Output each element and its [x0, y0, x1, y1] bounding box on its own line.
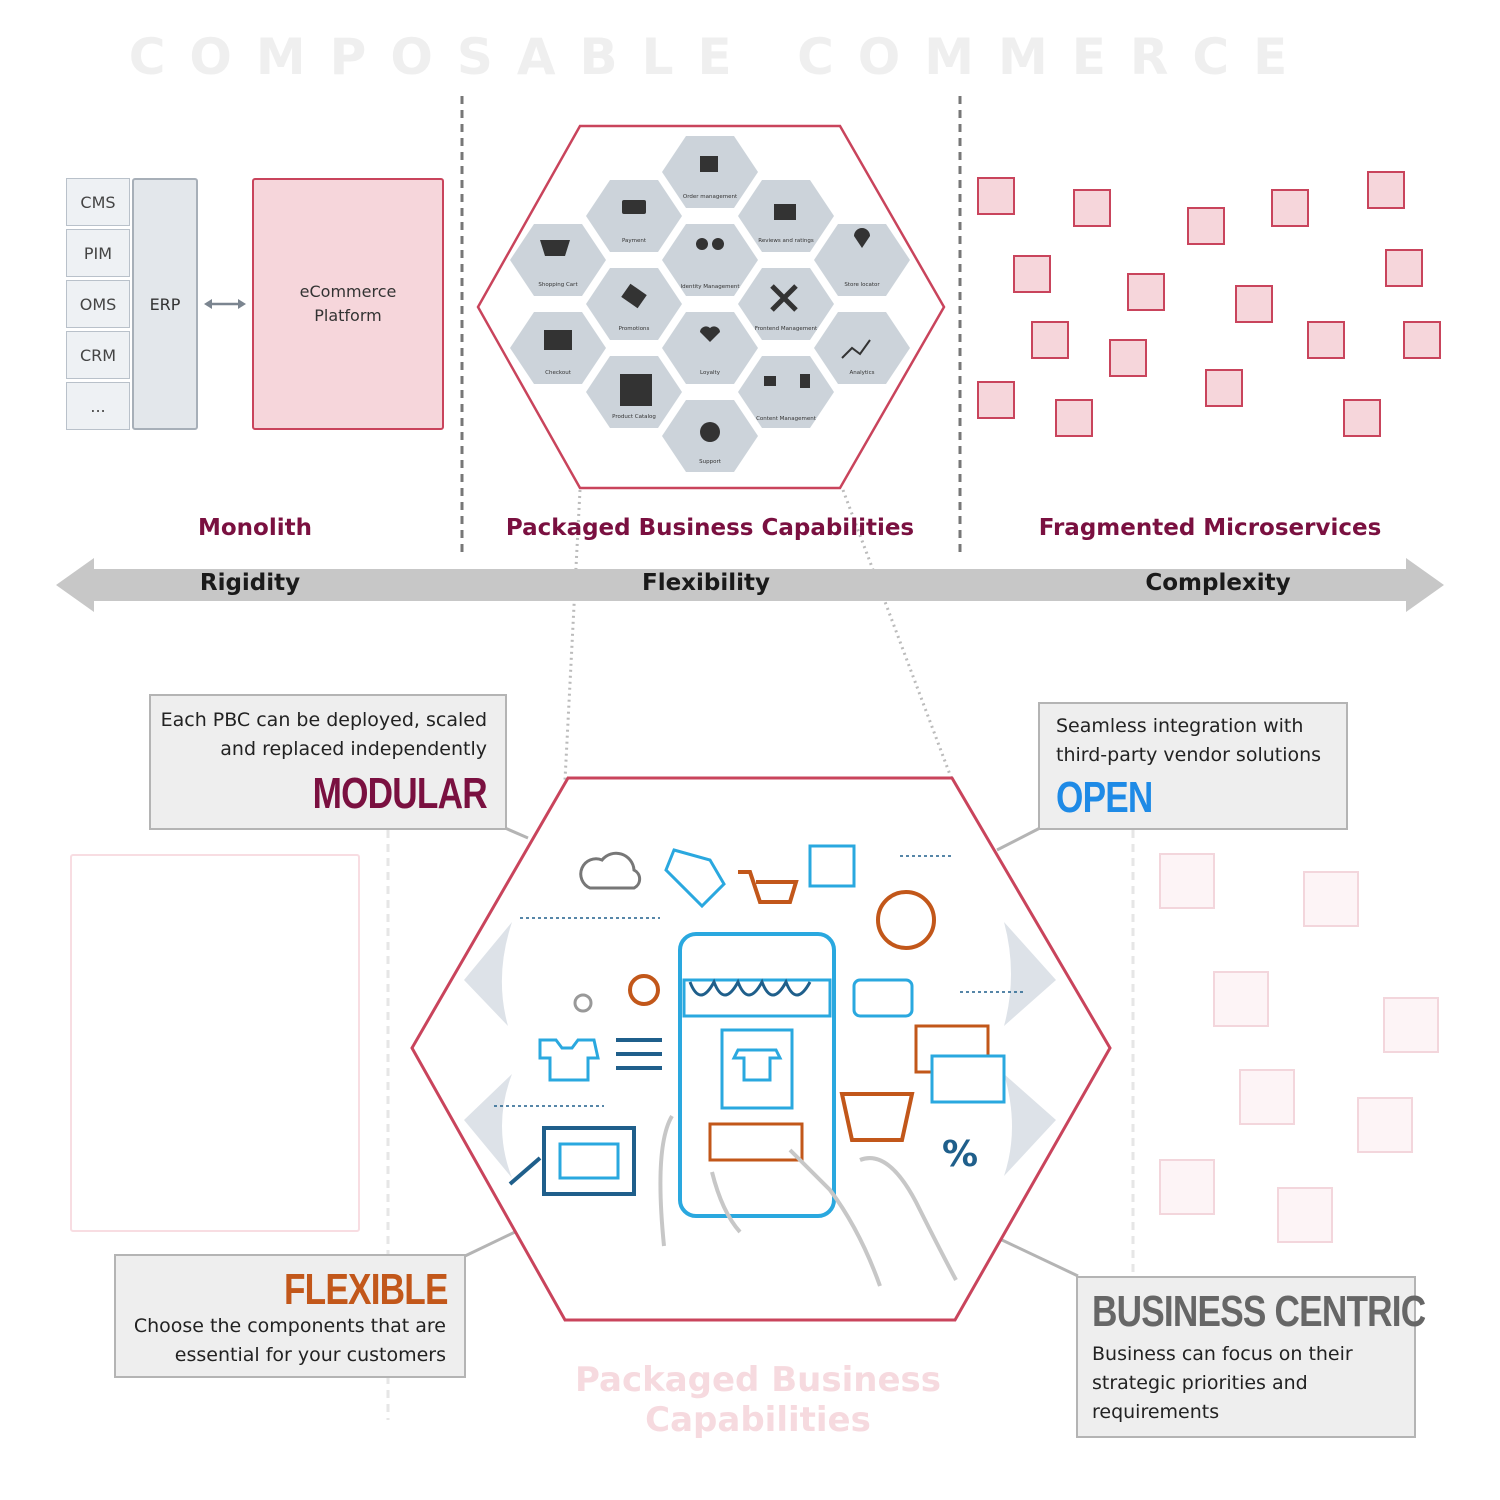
open-line2: third-party vendor solutions	[1056, 744, 1322, 766]
business-centric-title: BUSINESS CENTRIC	[1092, 1287, 1426, 1336]
hex-identity	[662, 224, 758, 296]
cap-label-order: Order management	[683, 194, 738, 200]
callout-flexible: FLEXIBLE Choose the components that are …	[114, 1254, 466, 1378]
basket-icon	[839, 1092, 915, 1142]
support-24-icon	[876, 890, 936, 950]
stack-item-cms: CMS	[66, 178, 130, 226]
modular-line2: and replaced independently	[220, 738, 487, 760]
double-arrow-icon	[204, 299, 246, 309]
computer-icon	[542, 1126, 636, 1196]
cloud-icon	[579, 851, 642, 890]
flexible-title: FLEXIBLE	[284, 1265, 449, 1314]
callout-modular: Each PBC can be deployed, scaled and rep…	[149, 694, 507, 830]
callout-open: Seamless integration with third-party ve…	[1038, 702, 1348, 830]
faint-microservices-squares	[1159, 853, 1439, 1243]
hex-frontend	[738, 268, 834, 340]
pbc-hexagon: Order management Payment Reviews and rat…	[476, 124, 946, 490]
open-line1: Seamless integration with	[1056, 715, 1304, 737]
cap-label-identity: Identity Management	[680, 284, 740, 290]
stack-item-crm: CRM	[66, 331, 130, 379]
business-centric-line1: Business can focus on their	[1092, 1343, 1353, 1365]
segment-label-pbc: Packaged Business Capabilities	[505, 515, 915, 541]
phone-icon	[678, 932, 836, 1218]
cap-label-payment: Payment	[622, 238, 647, 244]
delivery-truck-icon	[852, 978, 914, 1018]
gift-icon	[808, 844, 856, 888]
cart-icon	[738, 870, 799, 904]
cap-label-content: Content Management	[756, 416, 817, 422]
erp-box: ERP	[132, 178, 198, 430]
spectrum-arrow	[56, 558, 1444, 612]
hex-store-locator	[814, 224, 910, 296]
modular-title: MODULAR	[312, 769, 488, 818]
business-centric-line2: strategic priorities and	[1092, 1372, 1308, 1394]
watermark-title: COMPOSABLE COMMERCE	[128, 28, 1312, 86]
flexible-line2: essential for your customers	[174, 1344, 446, 1366]
ecommerce-platform-box: eCommerce Platform	[252, 178, 444, 430]
cap-label-store: Store locator	[844, 282, 880, 288]
spectrum-label-flexibility: Flexibility	[641, 570, 771, 596]
cap-label-promotions: Promotions	[619, 326, 650, 332]
callout-business-centric: BUSINESS CENTRIC Business can focus on t…	[1076, 1276, 1426, 1438]
cap-label-analytics: Analytics	[850, 370, 875, 376]
segment-label-microservices: Fragmented Microservices	[1038, 515, 1382, 541]
microservices-squares	[977, 171, 1441, 437]
stack-item-oms: OMS	[66, 280, 130, 328]
cap-label-frontend: Frontend Management	[755, 326, 818, 332]
faint-monolith-box	[70, 854, 360, 1232]
hex-loyalty	[662, 312, 758, 384]
stack-item-more: ...	[66, 382, 130, 430]
hex-analytics	[814, 312, 910, 384]
cap-label-catalog: Product Catalog	[612, 414, 656, 420]
location-pin-icon	[628, 974, 660, 1006]
cap-label-cart: Shopping Cart	[538, 282, 578, 288]
percent-icon: %	[942, 1134, 978, 1175]
cap-label-support: Support	[699, 459, 722, 465]
hex-payment	[586, 180, 682, 252]
cap-label-reviews: Reviews and ratings	[758, 238, 814, 244]
open-title: OPEN	[1056, 773, 1153, 822]
flexible-line1: Choose the components that are	[133, 1315, 446, 1337]
segment-label-monolith: Monolith	[197, 515, 312, 541]
cap-label-checkout: Checkout	[545, 370, 572, 376]
business-centric-line3: requirements	[1092, 1401, 1220, 1423]
stack-item-pim: PIM	[66, 229, 130, 277]
cap-label-loyalty: Loyalty	[700, 370, 721, 376]
modular-line1: Each PBC can be deployed, scaled	[160, 709, 487, 731]
tag-icon	[664, 848, 726, 909]
hex-shopping-cart	[510, 224, 606, 296]
platform-label-line1: eCommerce	[299, 282, 397, 301]
platform-label-line2: Platform	[314, 306, 382, 325]
spectrum-label-complexity: Complexity	[1145, 570, 1291, 596]
tshirt-icon	[538, 1038, 600, 1082]
spectrum-label-rigidity: Rigidity	[199, 570, 301, 596]
watermark-pbc-label: Packaged Business Capabilities	[575, 1360, 941, 1440]
large-pbc-hexagon: %	[410, 776, 1112, 1322]
